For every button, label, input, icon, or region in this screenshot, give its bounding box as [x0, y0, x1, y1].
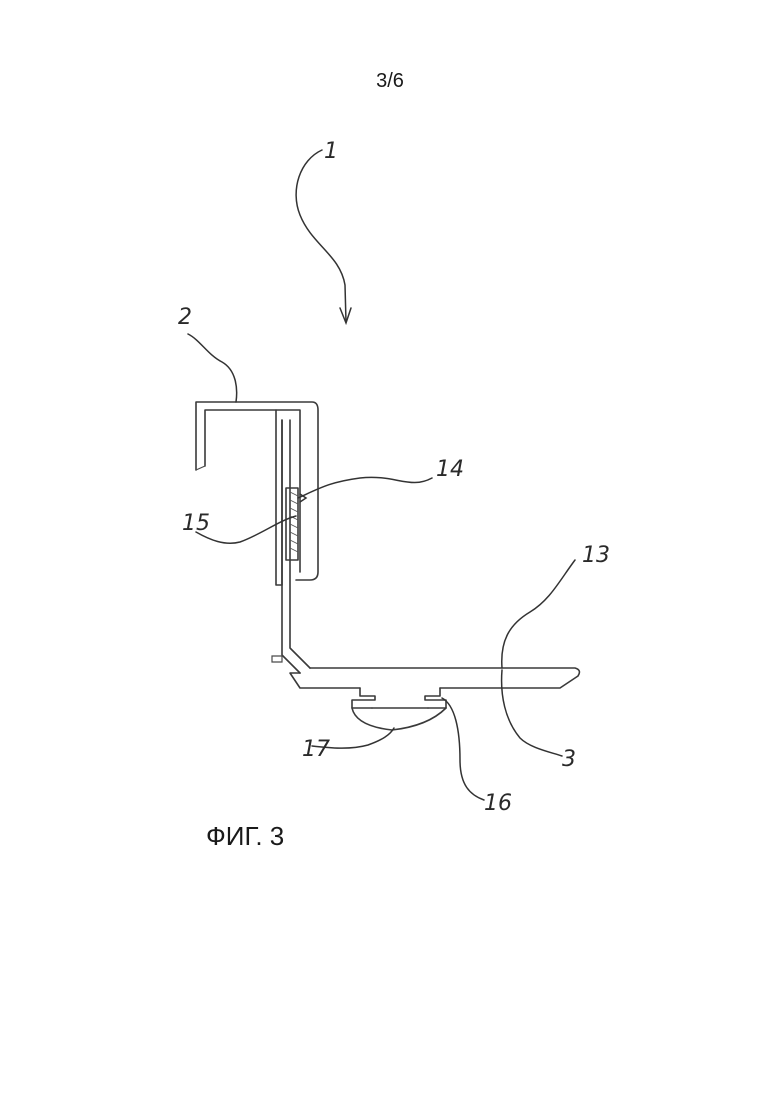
leader-16 — [442, 698, 484, 800]
leader-13 — [502, 560, 575, 668]
base-profile — [290, 668, 579, 688]
label-2: 2 — [178, 305, 192, 330]
insert-element — [286, 488, 298, 560]
leader-15 — [196, 516, 296, 543]
assembly-arrow — [296, 150, 351, 323]
leader-lines — [188, 334, 575, 800]
label-14: 14 — [436, 457, 464, 482]
label-17: 17 — [302, 737, 330, 762]
label-1: 1 — [324, 139, 338, 164]
label-15: 15 — [182, 511, 210, 536]
label-3: 3 — [562, 747, 576, 772]
leader-3 — [502, 670, 562, 756]
figure-caption: ФИГ. 3 — [206, 821, 284, 851]
label-16: 16 — [484, 791, 512, 816]
leader-2 — [188, 334, 237, 402]
label-13: 13 — [582, 543, 610, 568]
vertical-leg — [272, 420, 310, 673]
channel-and-foot — [352, 688, 446, 730]
